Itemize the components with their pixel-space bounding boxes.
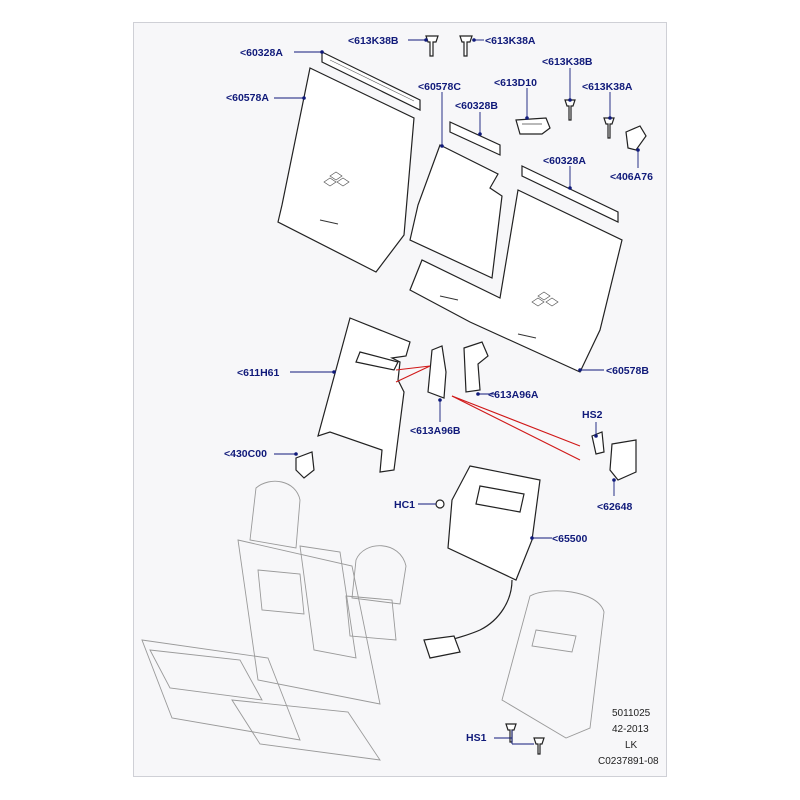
label-60328b: <60328B <box>455 100 498 112</box>
footer-code-3: LK <box>625 740 638 751</box>
cap-406a76 <box>625 125 647 151</box>
label-65500: <65500 <box>552 533 587 545</box>
panel-60578c <box>409 144 503 279</box>
label-hs1: HS1 <box>466 732 487 744</box>
label-611h61: <611H61 <box>237 367 279 379</box>
strip-60328a-right <box>521 165 619 223</box>
label-613k38a-mid: <613K38A <box>582 81 633 93</box>
label-613k38a-top: <613K38A <box>485 35 536 47</box>
label-613k38b-top: <613K38B <box>348 35 399 47</box>
label-406a76: <406A76 <box>610 171 653 183</box>
footer-code-1: 5011025 <box>612 708 651 719</box>
panel-60578b <box>409 189 623 373</box>
footer-code-2: 42-2013 <box>612 724 649 735</box>
panel-60578a <box>277 67 415 273</box>
label-hs2: HS2 <box>582 409 603 421</box>
strip-60328a-top <box>321 51 421 111</box>
label-613k38b-mid: <613K38B <box>542 56 593 68</box>
frame-65500 <box>435 465 541 581</box>
label-60578c: <60578C <box>418 81 461 93</box>
pin-613k38b-top <box>425 35 439 57</box>
red-callouts <box>395 365 581 461</box>
panel-611h61 <box>317 317 411 473</box>
label-430c00: <430C00 <box>224 448 267 460</box>
recliner-62648 <box>591 431 637 481</box>
part-613a96a <box>463 341 489 393</box>
bolts-hs1 <box>505 723 545 755</box>
leader-lines <box>274 38 640 745</box>
label-60578b: <60578B <box>606 365 649 377</box>
pin-613k38b-mid <box>564 99 576 121</box>
footer-code-4: C0237891-08 <box>598 756 659 767</box>
strip-60328b <box>449 121 501 156</box>
label-613a96b: <613A96B <box>410 425 461 437</box>
label-613d10: <613D10 <box>494 77 537 89</box>
latch-613d10 <box>515 117 551 135</box>
cable <box>423 579 513 659</box>
label-60328a-top: <60328A <box>240 47 283 59</box>
label-60328a-right: <60328A <box>543 155 586 167</box>
label-60578a: <60578A <box>226 92 269 104</box>
pin-613k38a-top <box>459 35 473 57</box>
pin-613k38a-mid <box>603 117 615 139</box>
label-62648: <62648 <box>597 501 632 513</box>
armrest-ghost <box>501 590 605 739</box>
label-613a96a: <613A96A <box>488 389 539 401</box>
part-613a96b <box>427 345 447 399</box>
bracket-430c00 <box>295 451 315 479</box>
label-hc1: HC1 <box>394 499 415 511</box>
seat-ghost <box>141 480 407 761</box>
